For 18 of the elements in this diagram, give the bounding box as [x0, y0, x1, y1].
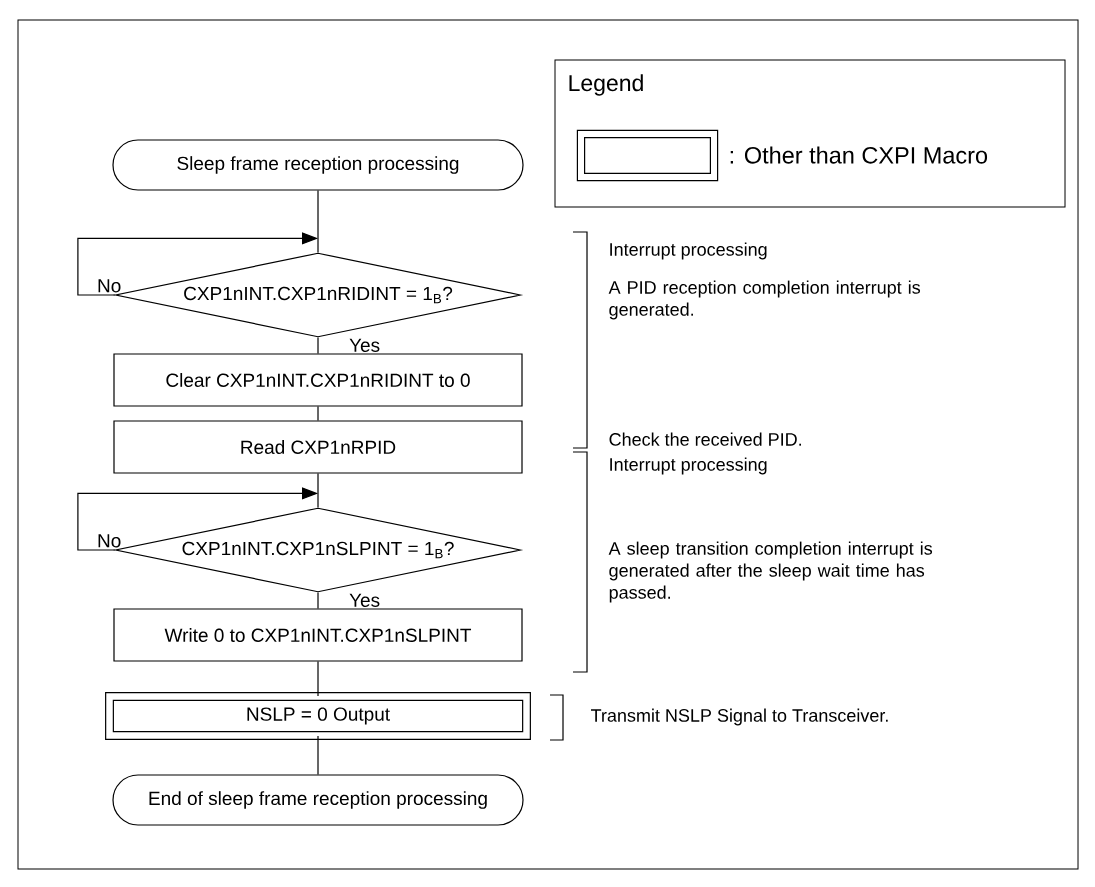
process-box: Write 0 to CXP1nINT.CXP1nSLPINT	[113, 608, 523, 662]
note-text: Check the received PID.	[609, 432, 801, 446]
note-text: Transmit NSLP Signal to Transceiver.	[591, 708, 888, 726]
terminal-box: End of sleep frame reception processing	[112, 774, 524, 826]
note-text: Interrupt processing	[610, 242, 767, 260]
legend-title: Legend	[569, 74, 643, 96]
legend-text: : Other than CXPI Macro	[730, 146, 988, 164]
edge-label: Yes	[349, 338, 380, 352]
note-text: A sleep transition completion interrupt is generated after the sleep wait time has passed.	[608, 541, 933, 603]
edge-label: No	[98, 534, 121, 548]
edge-label: No	[98, 279, 121, 293]
edge-label: Yes	[349, 593, 380, 607]
double-process-box: NSLP = 0 Output	[105, 692, 531, 740]
process-box: Read CXP1nRPID	[113, 420, 523, 474]
note-text: A PID reception completion interrupt is generated.	[608, 280, 921, 320]
note-text: Interrupt processing	[610, 457, 767, 475]
terminal-box: Sleep frame reception processing	[112, 139, 524, 191]
process-box: Clear CXP1nINT.CXP1nRIDINT to 0	[113, 353, 523, 407]
